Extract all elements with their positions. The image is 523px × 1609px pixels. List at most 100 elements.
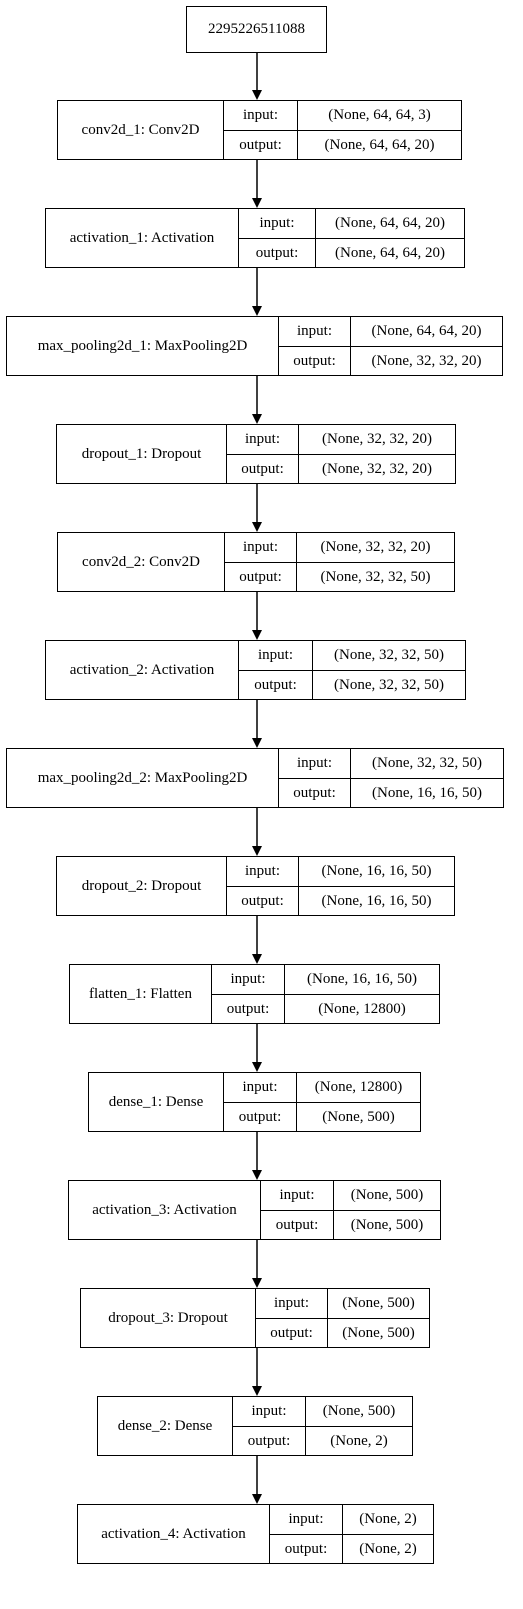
layer-output-label: output: xyxy=(261,1211,334,1239)
layer-input-label: input: xyxy=(256,1289,328,1318)
layer-name: dropout_3: Dropout xyxy=(81,1289,256,1347)
layer-io-table: input:(None, 64, 64, 20)output: (None, 32… xyxy=(279,317,502,375)
layer-output-row: output: (None, 2) xyxy=(270,1534,433,1563)
layer-output-shape: (None, 2) xyxy=(359,1540,417,1557)
layer-output-row: output: (None, 64, 64, 20) xyxy=(239,238,464,267)
layer-output-shape: (None, 16, 16, 50) xyxy=(372,784,482,801)
layer-input-row: input:(None, 16, 16, 50) xyxy=(212,965,439,994)
layer-output-row: output: (None, 64, 64, 20) xyxy=(224,130,461,159)
layer-input-row: input:(None, 16, 16, 50) xyxy=(227,857,454,886)
layer-input-label: input: xyxy=(239,641,313,670)
layer-name: conv2d_2: Conv2D xyxy=(58,533,225,591)
layer-input-shape: (None, 64, 64, 20) xyxy=(335,215,445,231)
layer-output-row: output: (None, 16, 16, 50) xyxy=(227,886,454,915)
layer-input-row: input:(None, 64, 64, 20) xyxy=(239,209,464,238)
layer-output-label: output: xyxy=(239,239,316,267)
layer-io-table: input: (None, 500) output: (None, 500) xyxy=(261,1181,440,1239)
layer-io-table: input:(None, 500)output:(None, 2) xyxy=(233,1397,412,1455)
edge-arrowhead xyxy=(252,198,262,208)
layer-output-shape: (None, 64, 64, 20) xyxy=(335,244,445,261)
layer-input-row: input: (None, 12800) xyxy=(224,1073,420,1102)
layer-output-label: output: xyxy=(279,347,351,375)
layer-name: max_pooling2d_2: MaxPooling2D xyxy=(7,749,279,807)
layer-output-label: output: xyxy=(224,131,298,159)
layer-input-row: input: (None, 500) xyxy=(256,1289,429,1318)
layer-io-table: input: (None, 64, 64, 3) output: (None, 64,… xyxy=(224,101,461,159)
layer-input-shape: (None, 16, 16, 50) xyxy=(307,971,417,987)
root-node-label: 2295226511088 xyxy=(208,21,305,37)
edge-arrowhead xyxy=(252,1062,262,1072)
layer-input-label: input: xyxy=(279,749,351,778)
layer-name: activation_4: Activation xyxy=(78,1505,270,1563)
layer-input-shape: (None, 500) xyxy=(342,1295,415,1311)
layer-name: dense_1: Dense xyxy=(89,1073,224,1131)
layer-io-table: input:(None, 2)output: (None, 2) xyxy=(270,1505,433,1563)
layer-name: flatten_1: Flatten xyxy=(70,965,212,1023)
layer-input-row: input:(None, 64, 64, 20) xyxy=(279,317,502,346)
layer-input-shape: (None, 32, 32, 50) xyxy=(334,647,444,663)
layer-output-row: output:(None, 2) xyxy=(233,1426,412,1455)
layer-output-label: output: xyxy=(256,1319,328,1347)
edge-arrowhead xyxy=(252,1494,262,1504)
layer-output-shape: (None, 500) xyxy=(350,1216,424,1233)
edge-arrowhead xyxy=(252,954,262,964)
layer-input-label: input: xyxy=(224,101,298,130)
edge-arrowhead xyxy=(252,1386,262,1396)
layer-io-table: input:(None, 64, 64, 20)output: (None, 64… xyxy=(239,209,464,267)
layer-output-row: output:(None, 32, 32, 20) xyxy=(227,454,455,483)
layer-output-label: output: xyxy=(224,1103,297,1131)
layer-output-label: output: xyxy=(233,1427,306,1455)
layer-output-label: output: xyxy=(212,995,285,1023)
layer-output-label: output: xyxy=(225,563,297,591)
layer-name: dropout_2: Dropout xyxy=(57,857,227,915)
layer-io-table: input: (None, 12800) output: (None, 500) xyxy=(224,1073,420,1131)
layer-output-label: output: xyxy=(270,1535,343,1563)
layer-output-shape: (None, 500) xyxy=(322,1108,395,1125)
layer-input-row: input:(None, 2) xyxy=(270,1505,433,1534)
layer-input-label: input: xyxy=(261,1181,334,1210)
root-node: 2295226511088 xyxy=(186,6,327,53)
layer-io-table: input:(None, 32, 32, 50)output:(None, 16… xyxy=(279,749,503,807)
layer-input-shape: (None, 32, 32, 20) xyxy=(320,539,431,555)
layer-input-row: input: (None, 64, 64, 3) xyxy=(224,101,461,130)
edge-arrowhead xyxy=(252,630,262,640)
edge-arrowhead xyxy=(252,522,262,532)
layer-input-shape: (None, 500) xyxy=(350,1187,424,1203)
layer-input-shape: (None, 500) xyxy=(322,1403,396,1419)
layer-input-shape: (None, 32, 32, 20) xyxy=(322,431,432,447)
layer-output-shape: (None, 32, 32, 50) xyxy=(320,568,431,585)
layer-input-shape: (None, 64, 64, 3) xyxy=(328,107,431,123)
layer-output-shape: (None, 32, 32, 50) xyxy=(334,676,444,693)
layer-output-row: output: (None, 32, 32, 20) xyxy=(279,346,502,375)
layer-input-shape: (None, 12800) xyxy=(314,1079,403,1095)
layer-name: activation_3: Activation xyxy=(69,1181,261,1239)
edge-arrowhead xyxy=(252,90,262,100)
layer-input-row: input: (None, 32, 32, 50) xyxy=(279,749,503,778)
layer-input-label: input: xyxy=(225,533,297,562)
layer-io-table: input:(None, 16, 16, 50)output:(None, 12… xyxy=(212,965,439,1023)
layer-io-table: input:(None, 32, 32, 50)output:(None, 32… xyxy=(239,641,465,699)
layer-output-label: output: xyxy=(227,887,299,915)
layer-output-row: output: (None, 32, 32, 50) xyxy=(225,562,454,591)
layer-output-label: output: xyxy=(227,455,299,483)
layer-output-shape: (None, 32, 32, 20) xyxy=(371,352,482,369)
layer-input-shape: (None, 32, 32, 50) xyxy=(372,755,482,771)
layer-input-label: input: xyxy=(224,1073,297,1102)
layer-input-row: input: (None, 32, 32, 50) xyxy=(239,641,465,670)
layer-output-shape: (None, 16, 16, 50) xyxy=(321,892,432,909)
layer-output-shape: (None, 64, 64, 20) xyxy=(324,136,435,153)
layer-name: activation_2: Activation xyxy=(46,641,239,699)
layer-input-shape: (None, 64, 64, 20) xyxy=(371,323,482,339)
